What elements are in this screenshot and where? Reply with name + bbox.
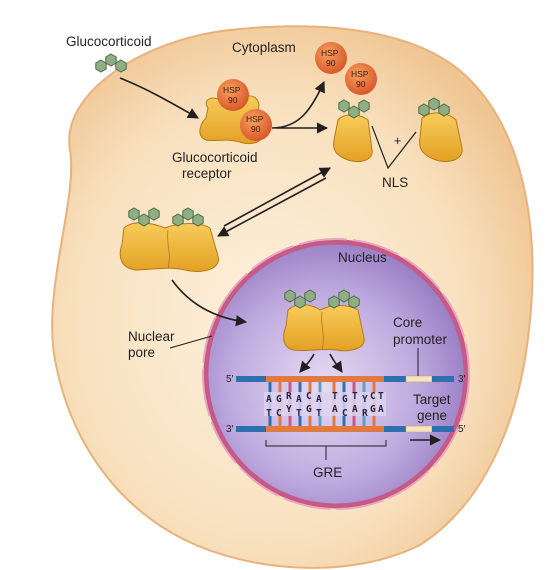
dimerization-reverse-arrow [217, 177, 327, 237]
hsp-text: 90 [326, 58, 336, 68]
activated-receptor-left [333, 99, 373, 163]
base: Y [286, 404, 292, 415]
gre-label: GRE [313, 465, 342, 480]
base: C [342, 408, 348, 419]
target-gene-label-line1: Target [413, 392, 451, 407]
glucocorticoid-label: Glucocorticoid [66, 34, 152, 49]
base: R [362, 408, 368, 419]
five-prime-bottom: 5′ [458, 424, 466, 435]
five-prime-top: 5′ [226, 374, 234, 385]
base: T [352, 391, 358, 402]
receptor-label-line2: receptor [182, 166, 232, 181]
base: T [296, 408, 302, 419]
nucleus-label: Nucleus [338, 250, 387, 265]
hsp-text: 90 [356, 79, 366, 89]
base: C [370, 391, 376, 402]
dna-binding-arrow-left [299, 353, 315, 373]
hsp-text: HSP [246, 114, 264, 124]
base: G [370, 404, 376, 415]
glucocorticoid-molecule [95, 53, 127, 73]
hsp-text: HSP [351, 69, 369, 79]
three-prime-bottom: 3′ [226, 424, 234, 435]
nucleus [203, 239, 469, 509]
base: A [316, 394, 322, 405]
hsp-text: HSP [223, 85, 241, 95]
dimerization-forward-arrow [223, 167, 331, 227]
gre-sequence: A G R A C A T C Y T G T T G T Y C T A C … [266, 391, 384, 419]
base: G [276, 394, 282, 405]
nuclear-pore-label-line1: Nuclear [128, 329, 175, 344]
base: R [286, 391, 292, 402]
base: A [332, 404, 338, 415]
released-hsp90 [315, 42, 347, 74]
hsp90-circle [217, 79, 249, 111]
base: C [306, 391, 312, 402]
base: A [296, 394, 302, 405]
receptor-dimer-nucleus [283, 289, 365, 352]
base: Y [362, 394, 368, 405]
nls-pointer [371, 125, 417, 170]
nuclear-pore-pointer [169, 335, 213, 349]
base: C [276, 408, 282, 419]
receptor-dimer-cytoplasm [119, 207, 219, 272]
base: A [352, 404, 358, 415]
base: T [332, 391, 338, 402]
plus-sign: + [394, 134, 401, 148]
nuclear-envelope [202, 238, 470, 510]
base: T [316, 408, 322, 419]
dna-double-helix [236, 375, 454, 433]
hsp-text: HSP [321, 48, 339, 58]
released-hsp90 [345, 63, 377, 95]
base: T [378, 391, 384, 402]
hsp-text: 90 [228, 95, 238, 105]
hsp90-circle [240, 109, 272, 141]
core-promoter-label-line1: Core [393, 315, 422, 330]
base: A [266, 394, 272, 405]
activated-receptor-right [418, 97, 463, 162]
nuclear-import-arrow [171, 279, 248, 327]
base: G [342, 394, 348, 405]
hsp-text: 90 [251, 124, 261, 134]
target-gene-label-line2: gene [417, 408, 447, 423]
cytoplasm-label: Cytoplasm [232, 40, 296, 55]
dna-binding-arrow-right [329, 353, 343, 373]
nuclear-pore-label-line2: pore [128, 345, 155, 360]
three-prime-top: 3′ [458, 374, 466, 385]
base: T [266, 408, 272, 419]
nls-label: NLS [382, 175, 408, 190]
core-promoter-label-line2: promoter [393, 332, 448, 347]
base: G [306, 404, 312, 415]
binding-arrow [119, 77, 199, 119]
base: A [378, 404, 384, 415]
receptor-label-line1: Glucocorticoid [172, 150, 258, 165]
